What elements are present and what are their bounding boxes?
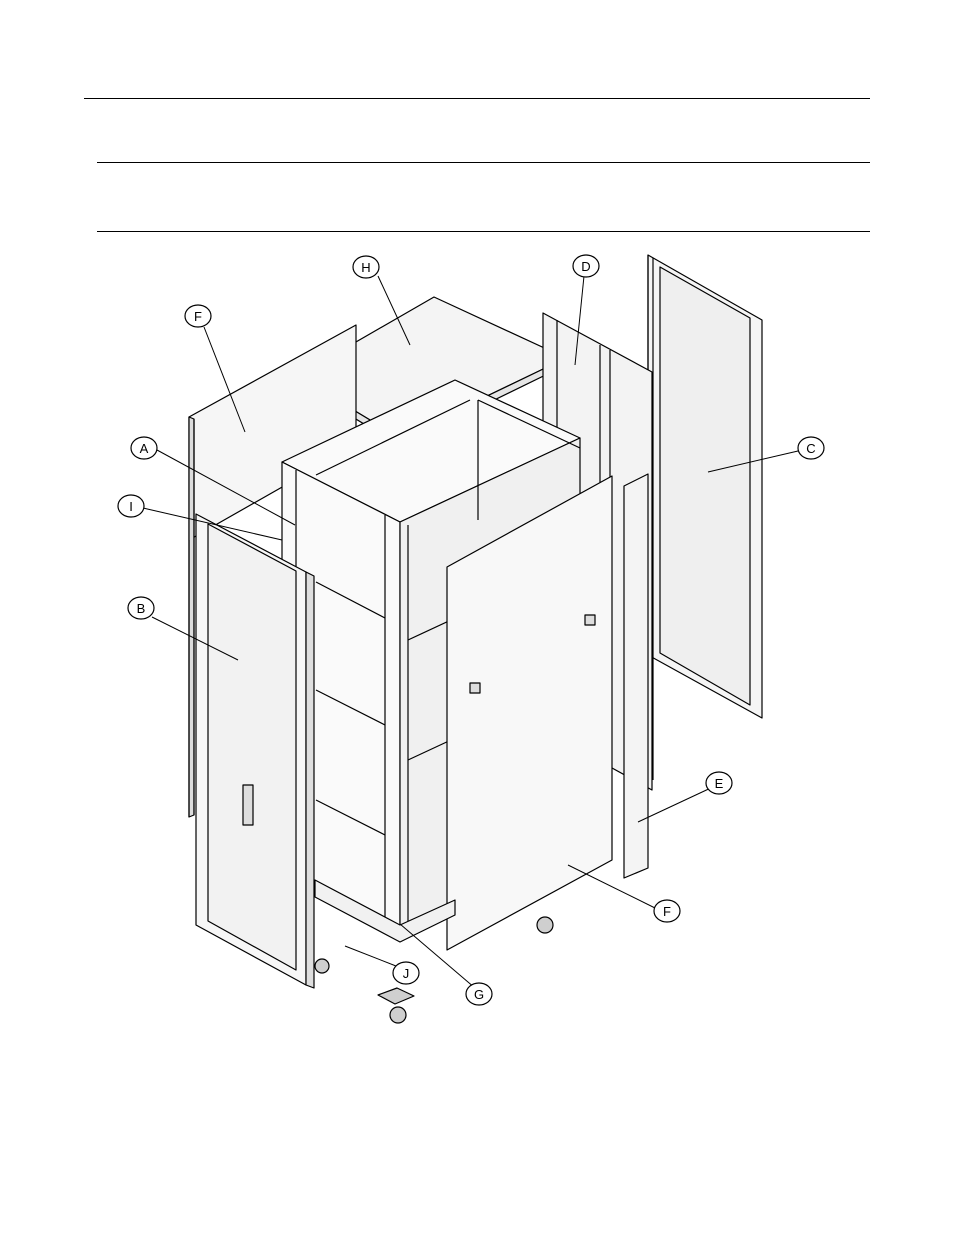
callout-g: G xyxy=(466,983,492,1005)
svg-text:F: F xyxy=(663,904,671,919)
svg-text:G: G xyxy=(474,987,484,1002)
caster-wheels xyxy=(315,917,553,1023)
rear-door-c xyxy=(648,255,762,785)
svg-text:C: C xyxy=(806,441,815,456)
callout-f-top: F xyxy=(185,305,211,327)
callout-b: B xyxy=(128,597,154,619)
callout-f-bottom: F xyxy=(654,900,680,922)
svg-text:B: B xyxy=(137,601,146,616)
svg-text:D: D xyxy=(581,259,590,274)
callout-a: A xyxy=(131,437,157,459)
svg-text:I: I xyxy=(129,499,133,514)
callout-c: C xyxy=(798,437,824,459)
svg-text:J: J xyxy=(403,966,410,981)
callout-h: H xyxy=(353,256,379,278)
svg-text:F: F xyxy=(194,309,202,324)
filler-strip-e xyxy=(624,474,648,878)
callout-e: E xyxy=(706,772,732,794)
callout-j: J xyxy=(393,962,419,984)
svg-text:A: A xyxy=(140,441,149,456)
callout-i: I xyxy=(118,495,144,517)
callout-d: D xyxy=(573,255,599,277)
svg-text:E: E xyxy=(715,776,724,791)
svg-text:H: H xyxy=(361,260,370,275)
front-door-b xyxy=(196,514,314,988)
